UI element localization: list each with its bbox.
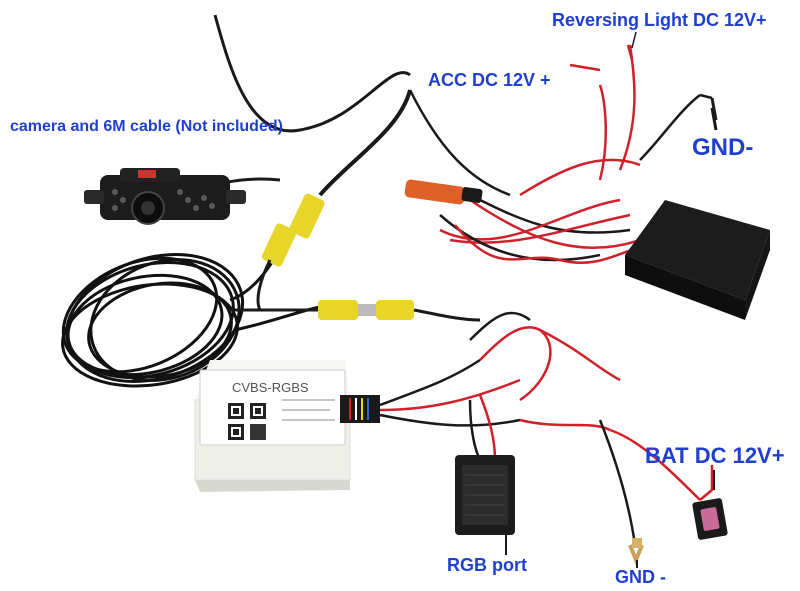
gnd-bottom-label: GND - <box>615 567 666 587</box>
bat-label: BAT DC 12V+ <box>645 443 785 468</box>
module-model-text: CVBS-RGBS <box>232 380 309 395</box>
module-output-wires <box>379 311 714 546</box>
acc-label: ACC DC 12V + <box>428 70 551 90</box>
rca-connector-upper <box>256 193 325 311</box>
coiled-cable <box>61 253 245 388</box>
black-control-box-icon <box>625 200 770 320</box>
camera-label: camera and 6M cable (Not included) <box>10 118 283 135</box>
converter-module-icon: CVBS-RGBS <box>194 360 380 492</box>
fork-terminal-icon <box>628 538 644 568</box>
black-cable-top <box>213 14 411 133</box>
rca-connector-middle <box>230 300 481 322</box>
fuse-holder-icon <box>692 470 728 540</box>
gnd-top-label: GND- <box>692 134 754 161</box>
reversing-light-label: Reversing Light DC 12V+ <box>552 10 767 30</box>
rgb-connector-icon <box>455 455 515 555</box>
camera-video-cable <box>318 89 412 197</box>
power-wire-bundle <box>408 44 718 265</box>
rgb-port-label: RGB port <box>447 555 527 575</box>
rear-view-camera-icon <box>84 168 246 225</box>
acc-inline-connector <box>404 179 483 205</box>
